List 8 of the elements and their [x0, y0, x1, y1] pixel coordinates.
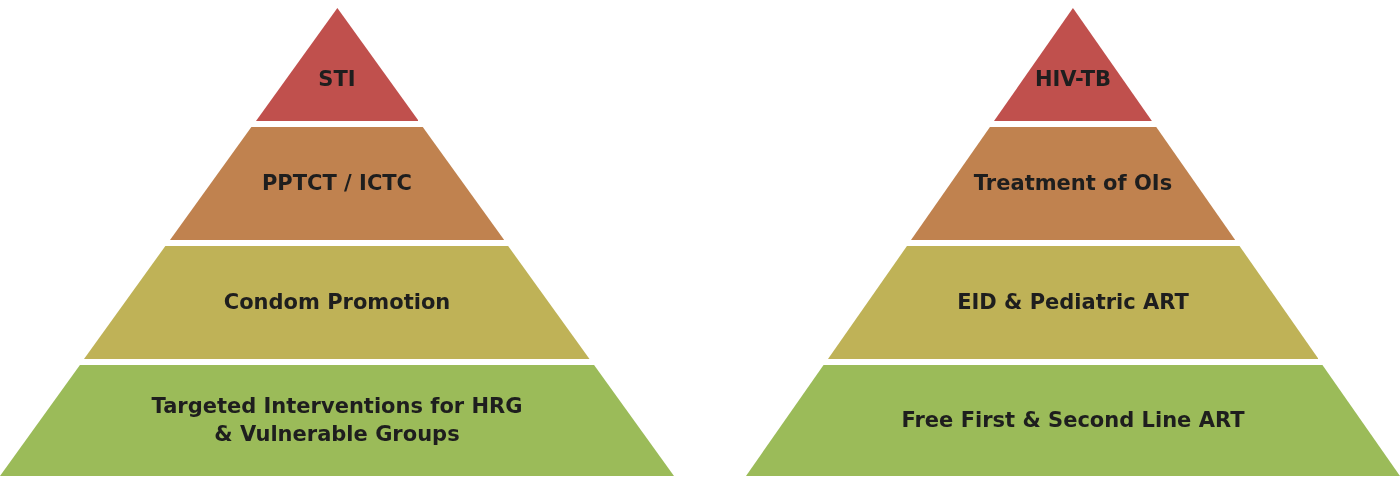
layer-label: Free First & Second Line ART [901, 406, 1245, 434]
layer-label: Condom Promotion [223, 288, 451, 316]
layer-label: STI [318, 65, 356, 93]
layer-label: Treatment of OIs [973, 169, 1173, 197]
layer-label: HIV-TB [1034, 65, 1111, 93]
layer-label: EID & Pediatric ART [957, 288, 1189, 316]
layer-label: PPTCT / ICTC [261, 169, 413, 197]
layer-label: Targeted Interventions for HRG & Vulnerable Groups [150, 393, 524, 448]
